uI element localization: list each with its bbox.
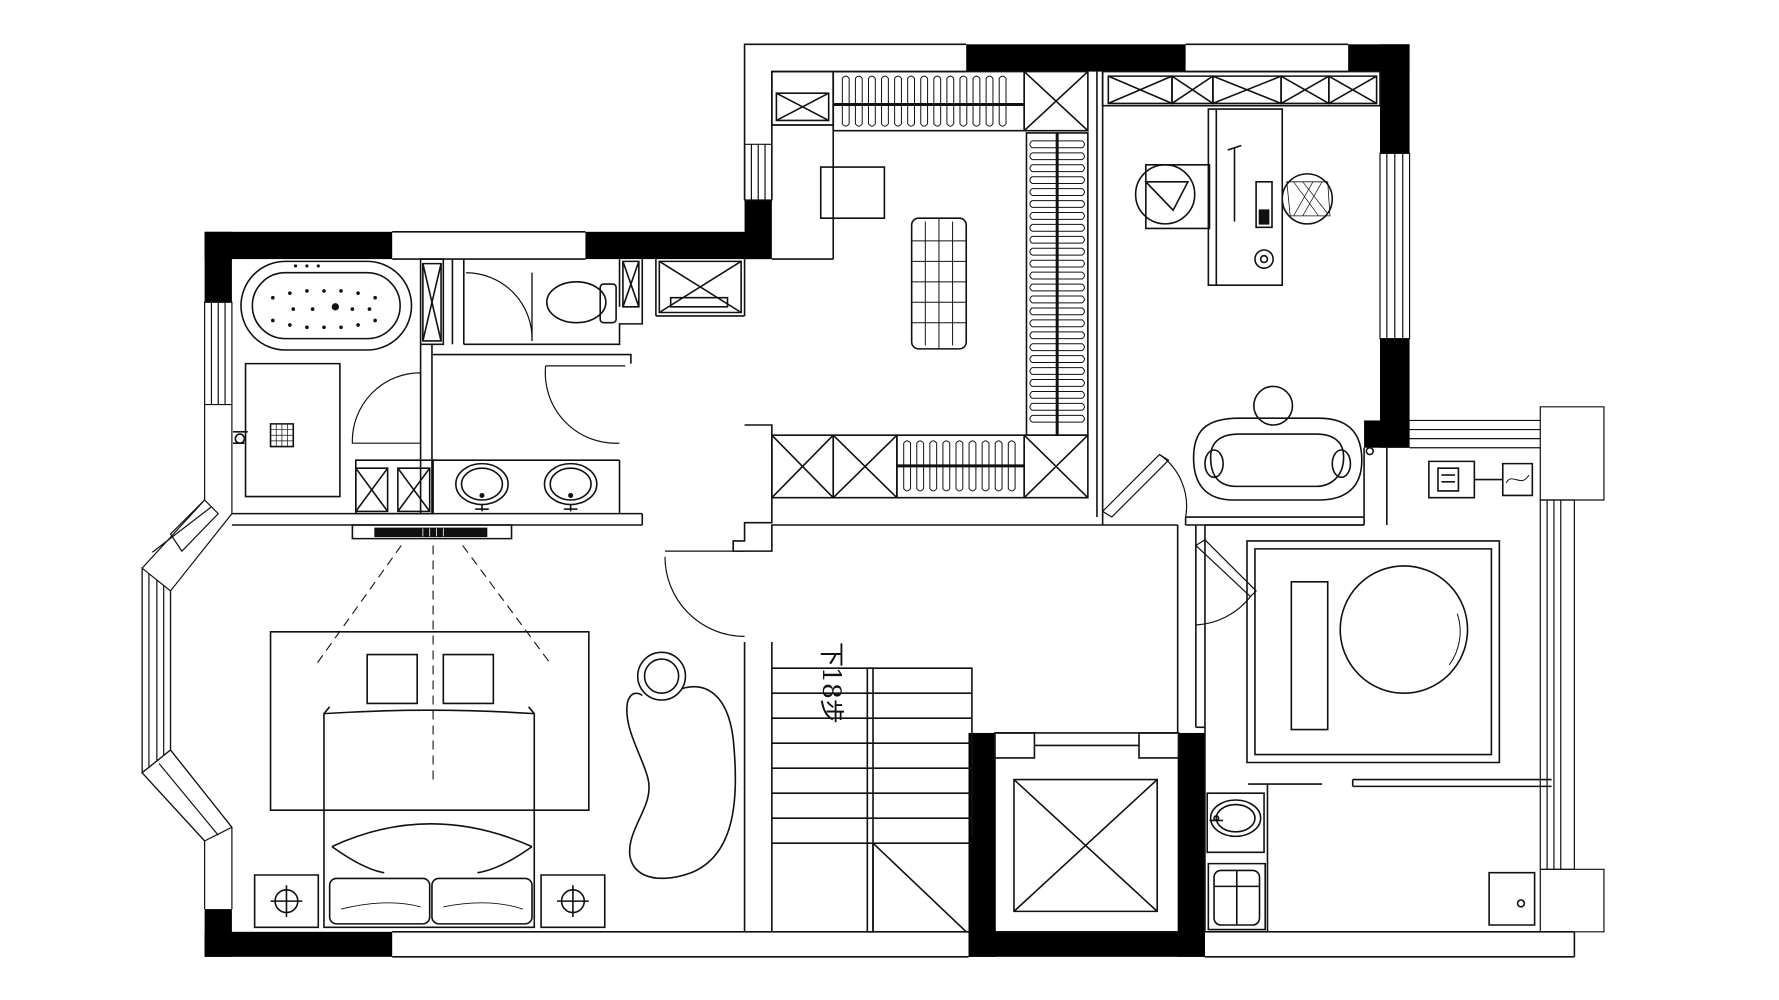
hanger — [1030, 308, 1085, 315]
laundry-room — [1207, 448, 1534, 930]
double-sink — [456, 464, 597, 512]
elevator — [995, 733, 1179, 911]
hanger — [1030, 248, 1085, 255]
hanger — [934, 76, 941, 126]
hanger — [973, 76, 980, 126]
bed — [255, 632, 605, 927]
hanger — [1030, 189, 1085, 196]
hanger — [960, 76, 967, 126]
windows — [142, 144, 1604, 932]
hanger — [882, 76, 889, 126]
hanger — [995, 441, 1002, 491]
bathtub — [241, 261, 412, 350]
hanger — [1030, 153, 1085, 160]
hanger — [1030, 213, 1085, 220]
hanger — [1030, 224, 1085, 231]
hanger — [1030, 141, 1085, 148]
hanger — [982, 441, 989, 491]
hanger — [1030, 380, 1085, 387]
hanger — [943, 441, 950, 491]
lounge-chair — [627, 652, 736, 878]
hanger — [842, 76, 849, 126]
shower — [233, 364, 340, 497]
hanger — [1030, 177, 1085, 184]
tv-cabinet — [316, 525, 551, 784]
hanger — [1030, 260, 1085, 267]
hangers-right — [1030, 141, 1085, 422]
hanger — [1030, 356, 1085, 363]
hanger — [1030, 284, 1085, 291]
hanger — [1030, 320, 1085, 327]
hanger — [1030, 236, 1085, 243]
hanger — [1030, 415, 1085, 422]
hanger — [1030, 165, 1085, 172]
study — [1103, 72, 1380, 500]
hanger — [921, 76, 928, 126]
hanger — [1030, 368, 1085, 375]
exterior-walls — [204, 44, 1575, 957]
bath-cabinets — [356, 261, 741, 513]
hanger — [956, 441, 963, 491]
hanger — [969, 441, 976, 491]
hanger — [1030, 272, 1085, 279]
stair-note: 下18步 — [817, 642, 846, 724]
wardrobe-cabinets — [772, 72, 1088, 498]
hangers-bottom — [904, 441, 1015, 491]
hanger — [868, 76, 875, 126]
hanger — [904, 441, 911, 491]
hanger — [1008, 441, 1015, 491]
toilet — [547, 282, 616, 323]
interior-partitions — [232, 72, 1552, 932]
hangers-top — [842, 76, 1006, 126]
doors — [352, 273, 1256, 637]
hanger — [1030, 344, 1085, 351]
hanger — [917, 441, 924, 491]
hanger — [999, 76, 1006, 126]
hanger — [855, 76, 862, 126]
hanger — [895, 76, 902, 126]
hanger — [908, 76, 915, 126]
hanger — [1030, 403, 1085, 410]
hanger — [986, 76, 993, 126]
hanger — [1030, 332, 1085, 339]
hanger — [1030, 201, 1085, 208]
hanger — [1030, 296, 1085, 303]
staircase — [772, 668, 972, 932]
hanger — [930, 441, 937, 491]
hanger — [947, 76, 954, 126]
hanger — [1030, 391, 1085, 398]
bathtub-jets — [270, 264, 377, 330]
